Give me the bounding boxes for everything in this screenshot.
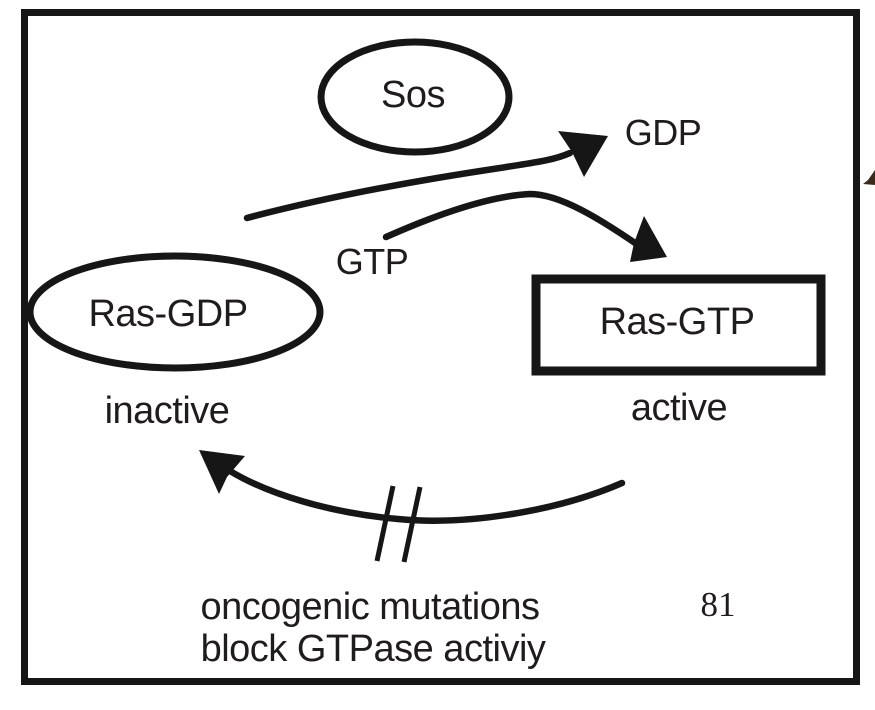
sos-node-label: Sos <box>381 74 445 116</box>
ras-gtp-node-label: Ras-GTP <box>599 301 755 343</box>
gtp-molecule-label: GTP <box>335 241 409 282</box>
caption-line-1: oncogenic mutations <box>200 586 540 628</box>
figure-border <box>21 9 860 685</box>
gtp-binding-arrow <box>382 190 642 249</box>
active-state-label: active <box>630 387 728 429</box>
inactive-state-label: inactive <box>104 390 230 432</box>
gdp-release-arrow <box>243 149 574 222</box>
sos-node-ellipse <box>317 38 513 156</box>
ras-gtp-node-box <box>531 274 826 376</box>
caption-line-2: block GTPase activiy <box>200 628 546 670</box>
gtp-hydrolysis-arrow <box>226 467 626 524</box>
gdp-molecule-label: GDP <box>624 112 702 153</box>
gtp-hydrolysis-arrowhead-icon <box>199 450 245 494</box>
page-number: 81 <box>700 585 736 624</box>
ras-gdp-node-ellipse <box>26 252 324 372</box>
gtp-binding-arrowhead-icon <box>630 216 667 262</box>
ras-gdp-node-label: Ras-GDP <box>88 293 248 335</box>
block-slash-2-icon <box>401 486 423 563</box>
gdp-release-arrowhead-icon <box>558 131 608 177</box>
page-edge-artifact <box>863 170 875 185</box>
block-slash-1-icon <box>374 485 396 562</box>
